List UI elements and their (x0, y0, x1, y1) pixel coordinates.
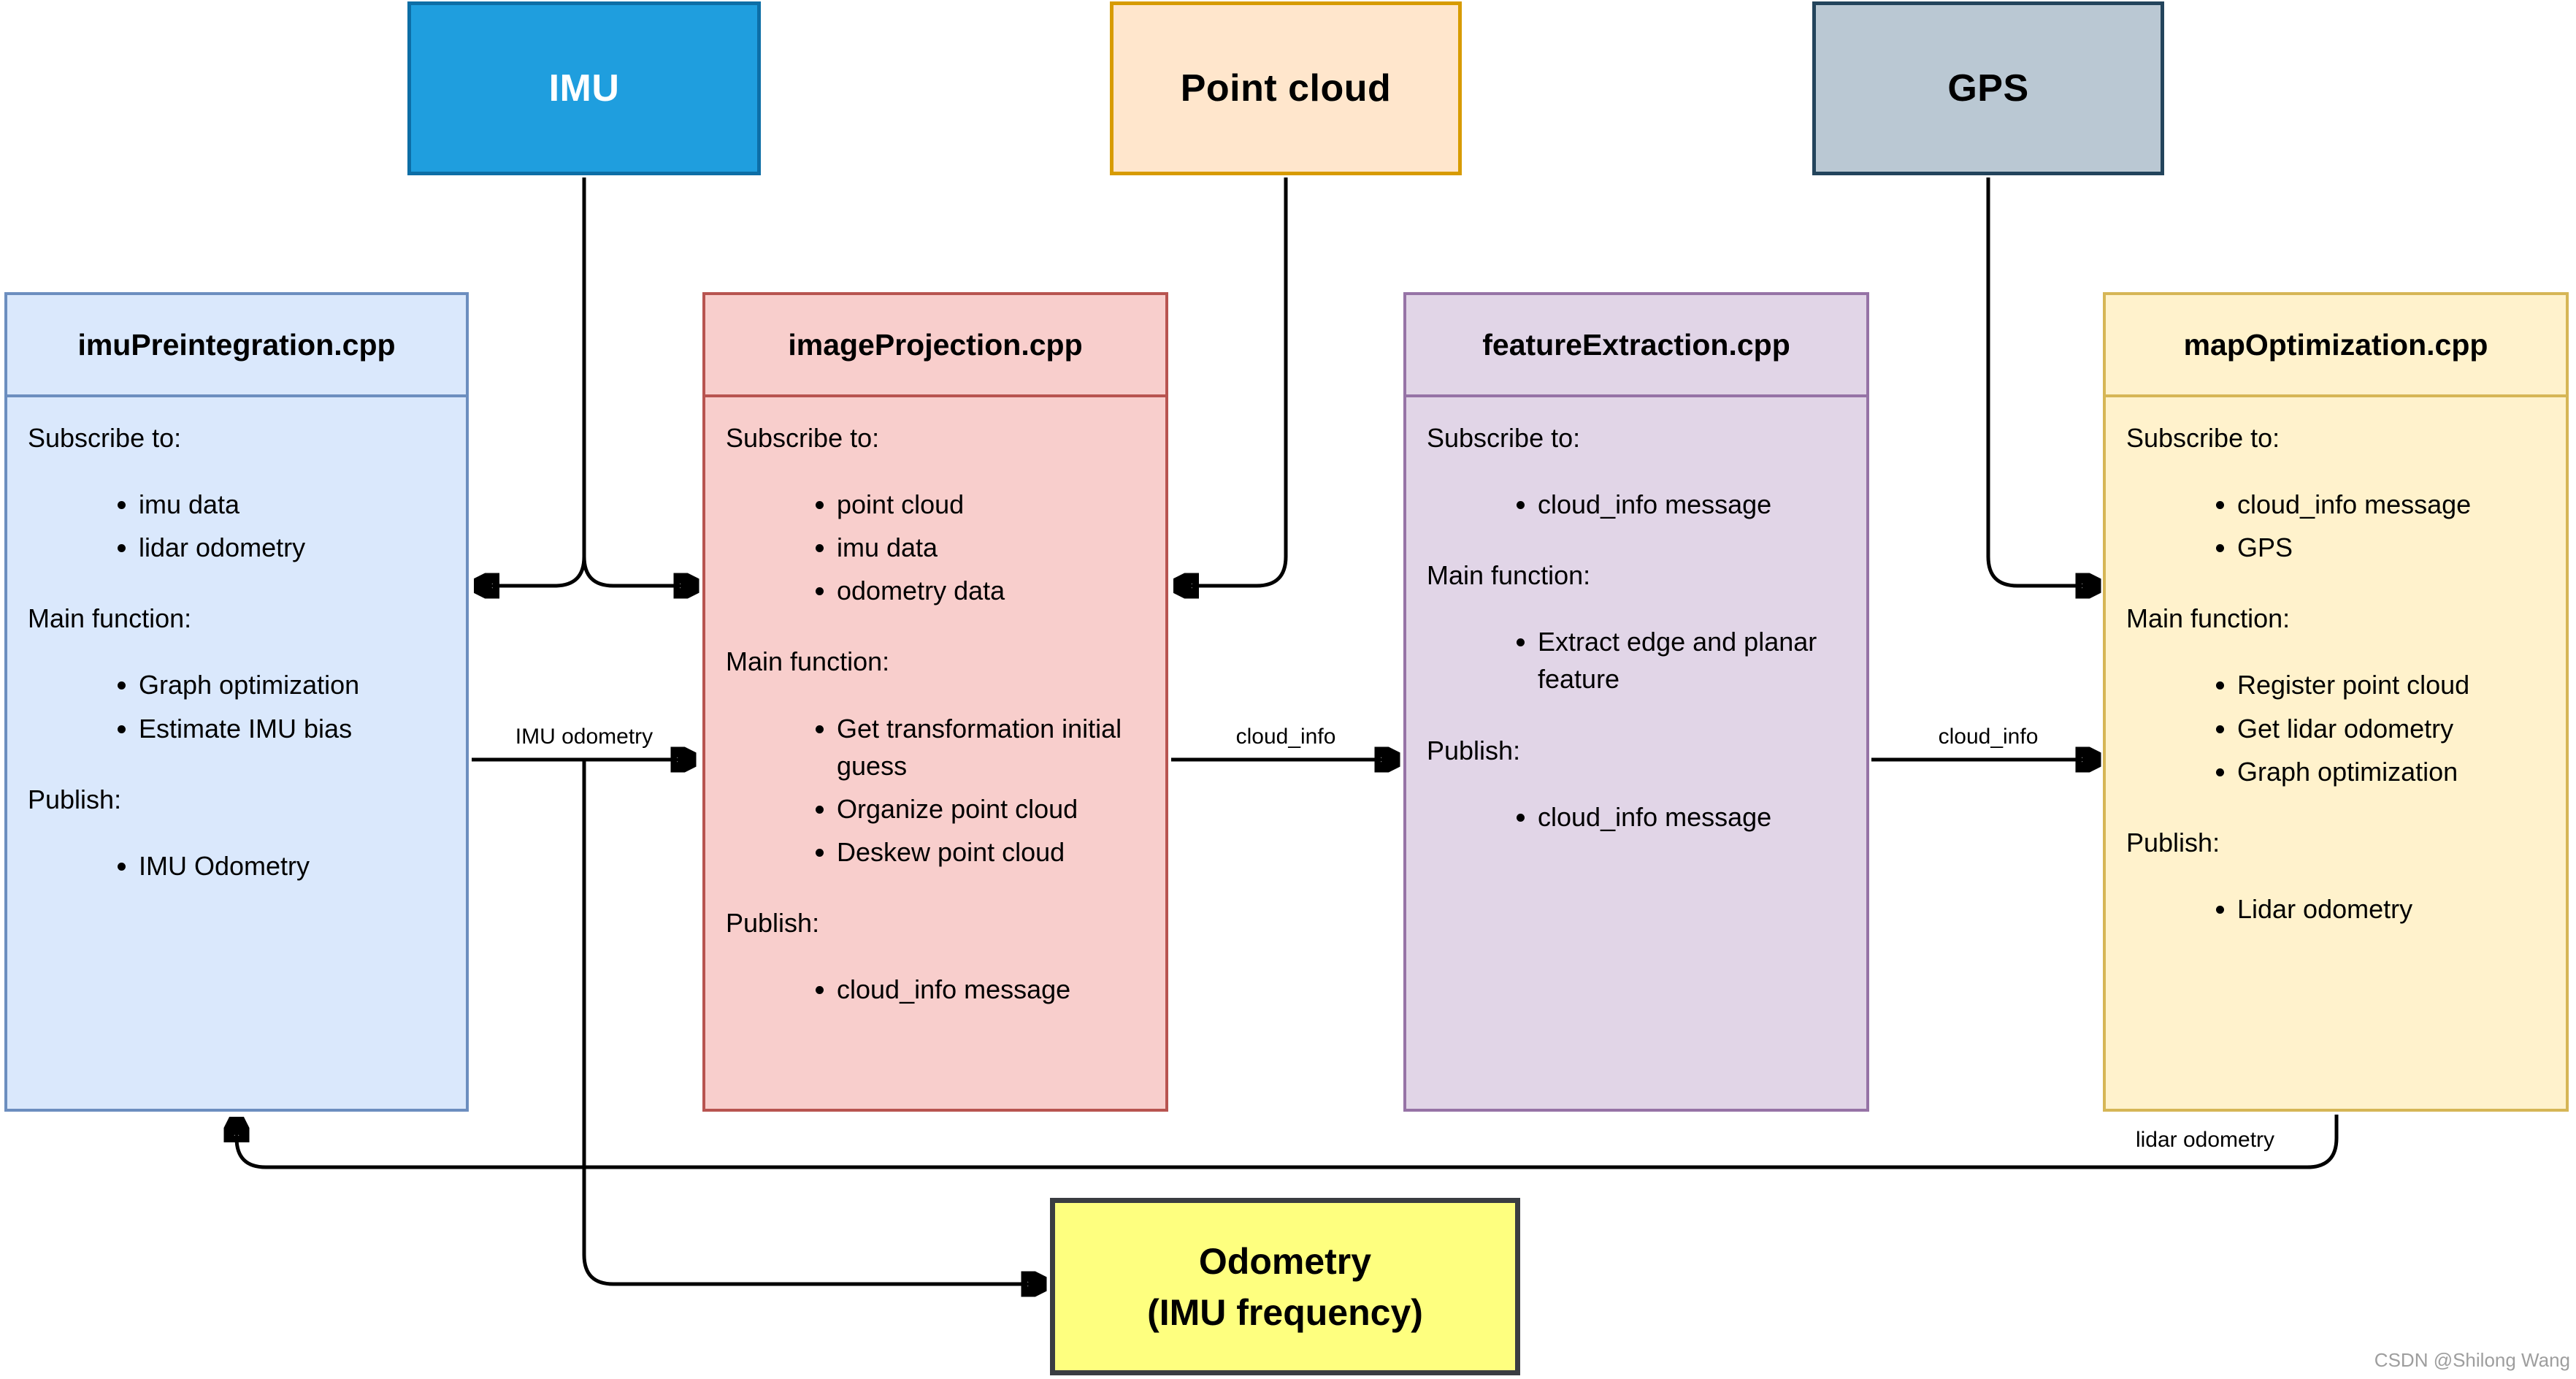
bullet-list: Graph optimizationEstimate IMU bias (28, 666, 445, 746)
section-heading: Main function: (2126, 603, 2291, 634)
bullet-item: cloud_info message (837, 971, 1145, 1008)
source-label-gps: GPS (1947, 67, 2029, 110)
source-label-imu: IMU (548, 67, 620, 110)
module-body: Subscribe to: point cloud imu data odometr… (705, 397, 1165, 1109)
module-mapoptimization: mapOptimization.cpp Subscribe to: cloud_… (2103, 292, 2569, 1112)
sink-label-line2: (IMU frequency) (1147, 1291, 1423, 1333)
bullet-item: lidar odometry (139, 529, 445, 566)
bullet-item: odometry data (837, 572, 1145, 609)
source-box-point-cloud: Point cloud (1110, 1, 1462, 175)
edge-imu-odometry-to-odometry-sink (582, 760, 1043, 1284)
module-body: Subscribe to: imu data lidar odometry Mai… (7, 397, 466, 1109)
section-heading: Publish: (726, 907, 820, 938)
section-heading: Publish: (1427, 735, 1521, 765)
bullet-item: cloud_info message (2237, 486, 2545, 523)
edge-imu-to-imageprojection (582, 556, 695, 586)
bullet-list: cloud_info message (1427, 486, 1846, 523)
bullet-item: point cloud (837, 486, 1145, 523)
edge-imu-to-imupreintegration (478, 177, 586, 586)
module-title: imuPreintegration.cpp (77, 327, 396, 362)
module-header: featureExtraction.cpp (1406, 295, 1866, 397)
section-heading: Subscribe to: (28, 423, 182, 453)
bullet-item: Organize point cloud (837, 790, 1145, 828)
module-title: imageProjection.cpp (788, 327, 1083, 362)
bullet-item: Lidar odometry (2237, 890, 2545, 928)
source-box-gps: GPS (1812, 1, 2164, 175)
bullet-list: Get transformation initial guessOrganize… (726, 710, 1145, 871)
bullet-list: point cloud imu data odometry data (726, 486, 1145, 609)
bullet-item: Register point cloud (2237, 666, 2545, 703)
sink-box-odometry: Odometry (IMU frequency) (1050, 1198, 1520, 1375)
module-header: imageProjection.cpp (705, 295, 1165, 397)
module-header: imuPreintegration.cpp (7, 295, 466, 397)
module-featureextraction: featureExtraction.cpp Subscribe to: clou… (1403, 292, 1869, 1112)
edge-pointcloud-to-imageprojection (1177, 177, 1288, 586)
module-title: featureExtraction.cpp (1482, 327, 1790, 362)
bullet-list: cloud_info message (726, 971, 1145, 1008)
bullet-item: cloud_info message (1538, 486, 1846, 523)
edge-label-lidar-odometry: lidar odometry (2135, 1128, 2275, 1152)
bullet-item: Graph optimization (139, 666, 445, 703)
bullet-item: imu data (139, 486, 445, 523)
source-label-point-cloud: Point cloud (1180, 67, 1392, 110)
bullet-item: imu data (837, 529, 1145, 566)
module-title: mapOptimization.cpp (2183, 327, 2488, 362)
source-box-imu: IMU (407, 1, 761, 175)
edge-label-imu-odometry: IMU odometry (515, 725, 653, 749)
section-heading: Publish: (2126, 827, 2220, 857)
section-heading: Main function: (1427, 560, 1591, 591)
module-body: Subscribe to: cloud_info message Main fu… (1406, 397, 1866, 1109)
section-heading: Subscribe to: (2126, 423, 2280, 453)
edge-lidar-odometry-feedback (237, 1115, 2339, 1169)
bullet-list: Register point cloudGet lidar odometryGr… (2126, 666, 2545, 790)
bullet-item: Extract edge and planar feature (1538, 623, 1846, 698)
section-heading: Subscribe to: (726, 423, 880, 453)
bullet-item: IMU Odometry (139, 847, 445, 885)
section-heading: Publish: (28, 784, 122, 814)
module-imupreintegration: imuPreintegration.cpp Subscribe to: imu … (4, 292, 469, 1112)
bullet-list: cloud_info message (1427, 798, 1846, 836)
bullet-item: Get lidar odometry (2237, 710, 2545, 747)
edge-label-cloud-info-2: cloud_info (1938, 725, 2039, 749)
bullet-item: Graph optimization (2237, 753, 2545, 790)
section-heading: Subscribe to: (1427, 423, 1581, 453)
bullet-list: cloud_info messageGPS (2126, 486, 2545, 566)
bullet-list: Extract edge and planar feature (1427, 623, 1846, 698)
bullet-list: IMU Odometry (28, 847, 445, 885)
watermark: CSDN @Shilong Wang (2374, 1349, 2570, 1371)
section-heading: Main function: (28, 603, 192, 634)
bullet-item: GPS (2237, 529, 2545, 566)
bullet-item: Get transformation initial guess (837, 710, 1145, 784)
edge-label-cloud-info-1: cloud_info (1235, 725, 1336, 749)
bullet-list: Lidar odometry (2126, 890, 2545, 928)
sink-label-line1: Odometry (1198, 1240, 1372, 1282)
bullet-item: Deskew point cloud (837, 833, 1145, 871)
module-body: Subscribe to: cloud_info messageGPS Main… (2106, 397, 2566, 1109)
bullet-item: Estimate IMU bias (139, 710, 445, 747)
section-heading: Main function: (726, 646, 890, 677)
bullet-item: cloud_info message (1538, 798, 1846, 836)
edge-gps-to-mapoptimization (1986, 177, 2097, 586)
bullet-list: imu data lidar odometry (28, 486, 445, 566)
module-imageprojection: imageProjection.cpp Subscribe to: point … (702, 292, 1168, 1112)
module-header: mapOptimization.cpp (2106, 295, 2566, 397)
